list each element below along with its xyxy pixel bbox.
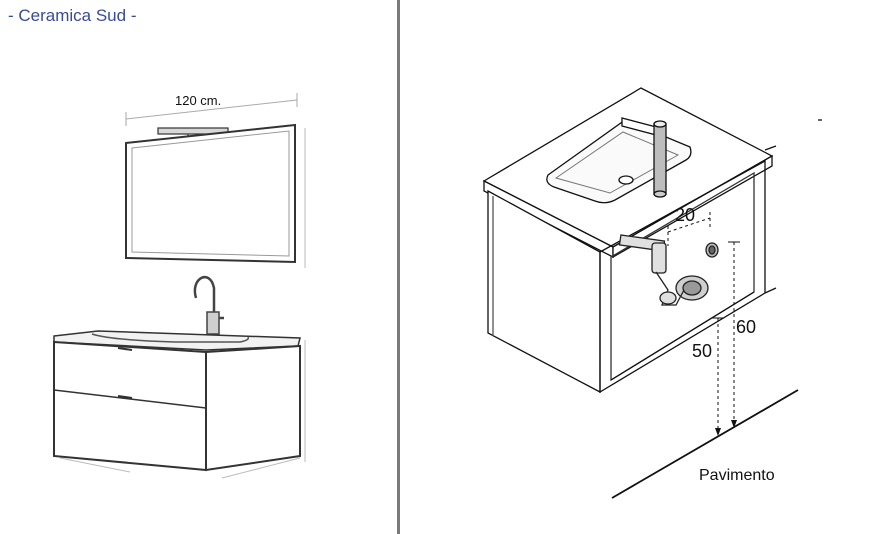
right-isometric-view xyxy=(482,87,822,499)
dimension-60 xyxy=(728,241,740,424)
brand-title: - Ceramica Sud - xyxy=(8,6,137,25)
dim-drain-height-label: 50 xyxy=(692,341,712,361)
floor-label: Pavimento xyxy=(699,467,775,484)
floor-line xyxy=(611,389,799,499)
faucet xyxy=(193,275,224,335)
dimension-20 xyxy=(667,212,711,246)
dim-horizontal-label: 20 xyxy=(675,205,695,225)
width-label: 120 cm. xyxy=(175,93,221,108)
left-front-view xyxy=(53,93,306,479)
width-dimension xyxy=(125,93,298,126)
drain-siphon xyxy=(618,234,719,306)
dimension-50 xyxy=(712,317,724,432)
mirror xyxy=(125,123,296,264)
panel-divider xyxy=(397,0,400,534)
dim-supply-height-label: 60 xyxy=(736,317,756,337)
vanity-cabinet xyxy=(53,340,301,472)
isometric-faucet xyxy=(621,117,667,198)
